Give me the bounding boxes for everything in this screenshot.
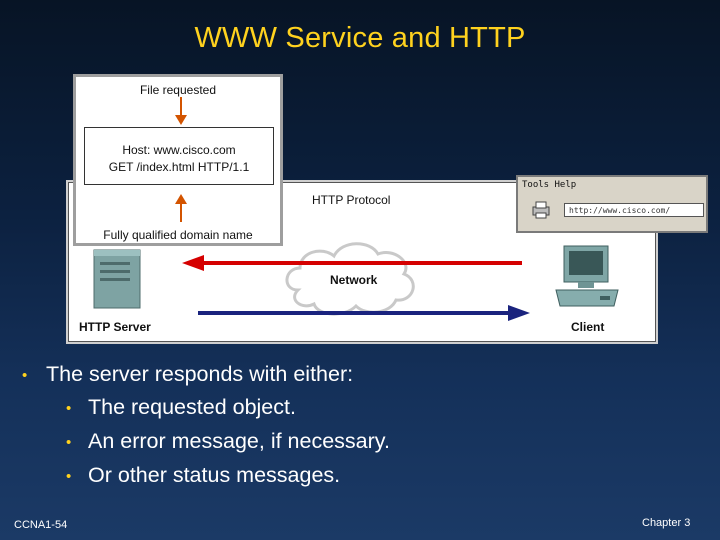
bullet-sub-text: The requested object. [88,395,296,420]
bullet-dot-icon: • [22,367,27,384]
slide-title: WWW Service and HTTP [0,22,720,55]
bullet-dot-icon: • [66,434,71,451]
down-arrow-icon [171,97,191,127]
browser-address-bar: http://www.cisco.com/ [564,203,704,217]
network-label: Network [330,273,377,287]
chapter-label: Chapter 3 [642,517,690,529]
bullet-sub-text: Or other status messages. [88,463,340,488]
browser-menu-bar: Tools Help [522,180,576,190]
browser-window-snippet: Tools Help http://www.cisco.com/ [516,175,708,233]
bullet-sub-text: An error message, if necessary. [88,429,390,454]
http-protocol-label: HTTP Protocol [312,193,390,207]
fqdn-label: Fully qualified domain name [76,228,280,242]
http-server-label: HTTP Server [79,320,151,334]
printer-icon [530,201,552,219]
request-callout: File requested Host: www.cisco.com GET /… [73,74,283,246]
host-line: Host: www.cisco.com [85,142,273,159]
up-arrow-icon [171,192,191,222]
bullet-dot-icon: • [66,468,71,485]
file-requested-label: File requested [76,83,280,97]
bullet-main-text: The server responds with either: [46,362,353,387]
slide-number: CCNA1-54 [14,519,67,531]
bullet-dot-icon: • [66,400,71,417]
http-request-box: Host: www.cisco.com GET /index.html HTTP… [84,127,274,185]
client-label: Client [571,320,604,334]
get-line: GET /index.html HTTP/1.1 [85,159,273,176]
